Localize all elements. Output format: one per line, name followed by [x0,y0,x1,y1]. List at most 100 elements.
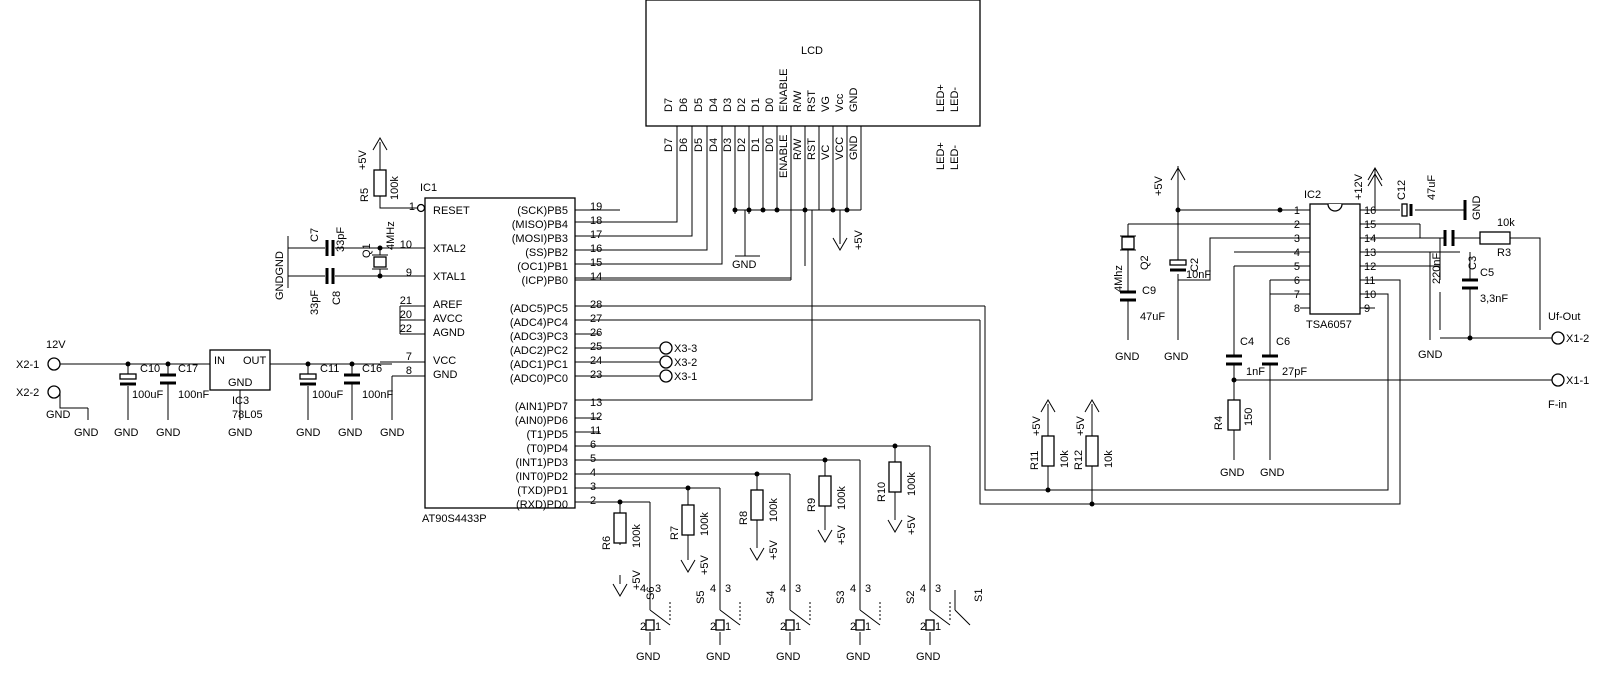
r8-resistor [750,489,764,521]
switch-s5[interactable]: 4 3 2 1 S5 GND [695,583,741,663]
gnd-label: GND [156,427,181,439]
ic1-pin-num: 18 [590,215,602,227]
ic1-pin-name: (AIN1)PD7 [515,401,568,413]
ic1-pin-num: 16 [590,243,602,255]
ic1-pin-num: 26 [590,327,602,339]
c5-ref: C5 [1480,267,1494,279]
x1-1-label: X1-1 [1566,375,1589,387]
gnd-label: GND [1220,467,1245,479]
switch-pin-label: 4 [850,583,856,595]
ic1-pin-name: (ADC0)PC0 [510,373,568,385]
r5-resistor [373,169,387,197]
ic1-pin-name: (OC1)PB1 [517,261,568,273]
switch-s4[interactable]: 4 3 2 1 S4 GND [765,583,811,663]
x3-1-label: X3-1 [674,371,697,383]
switch-pin-label: 1 [655,621,661,633]
ic2-pin-num: 13 [1364,247,1376,259]
switch-s3[interactable]: 4 3 2 1 S3 GND [835,583,881,663]
ic1-pin-name: AVCC [433,313,463,325]
lcd-pin-label: R/W [792,90,804,112]
ic1-pin-name: RESET [433,205,470,217]
ic2-pin-num: 12 [1364,261,1376,273]
lcd-wire-label: D7 [663,138,675,152]
c11-ref: C11 [320,363,339,375]
ic1-pin-num: 10 [400,239,412,251]
junction-dot [754,471,760,477]
r10-value: 100k [906,472,918,496]
lcd-wire-label: D4 [708,138,720,152]
switch-pin-label: 1 [865,621,871,633]
ic2-right-pins: 16 15 14 13 12 11 10 9 [1364,205,1376,315]
junction-dot [760,207,766,213]
r7-pullup: R7 100k +5V [669,485,711,575]
lcd-pin-label: D3 [722,98,734,112]
x1-2-terminal[interactable] [1551,331,1565,345]
c16-ref: C16 [362,363,382,375]
switch-pin-label: 1 [795,621,801,633]
x3-3-terminal[interactable] [659,341,673,355]
junction-dot [892,443,898,449]
gnd-label: GND [732,259,757,271]
x2-1-terminal[interactable] [47,357,61,371]
junction-dot [732,207,738,213]
junction-dot [822,457,828,463]
junction-dot [1089,501,1095,507]
x3-1-terminal[interactable] [659,369,673,383]
c9-capacitor [1169,259,1187,266]
ic1-pin-num: 25 [590,341,602,353]
switch-pin-label: 3 [935,583,941,595]
ic1-pin-name: AGND [433,327,465,339]
r7-ref: R7 [669,526,681,540]
ic1-pin-num: 3 [590,481,596,493]
ic2-notch [1327,203,1343,212]
ic1-part: AT90S4433P [422,513,487,525]
junction-dot [1045,487,1051,493]
switch-s6[interactable]: 4 3 2 1 S6 GND [636,583,671,663]
junction-dot [165,361,171,367]
lcd-wire-label: VCC [834,137,846,160]
vcc5-label: +5V [1075,415,1087,436]
r8-ref: R8 [738,511,750,525]
lcd-data-wiring: GND +5V [575,126,865,401]
ic1-pin-num: 13 [590,397,602,409]
ic2-body [1309,203,1361,315]
x3-2-terminal[interactable] [659,355,673,369]
ic2-pin-num: 15 [1364,219,1376,231]
ic1-pin-name: (ADC5)PC5 [510,303,568,315]
lcd-wire-label: ENABLE [778,135,790,178]
ic2-left-pins: 1 2 3 4 5 6 7 8 [1294,205,1300,315]
x2-2-terminal[interactable] [47,385,61,399]
r6-value: 100k [631,524,643,548]
switch-s1[interactable]: S1 [954,589,985,626]
ic1-pin-name: (ICP)PB0 [522,275,568,287]
vcc12-label: +12V [1353,173,1365,200]
c12-ref: C12 [1396,180,1408,200]
switch-s2[interactable]: 4 3 2 1 S2 GND [905,583,951,663]
c2-ref: C6 [1276,336,1290,348]
ic1-pin-name: (INT0)PD2 [515,471,568,483]
junction-dot [830,207,836,213]
ic1-pin-name: (SS)PB2 [525,247,568,259]
ic1-pin-num: 9 [406,267,412,279]
q1-crystal [373,256,387,268]
switch-pin-label: 4 [710,583,716,595]
r11-resistor [1041,435,1055,467]
c16-value: 100nF [362,389,393,401]
lcd-wire-label: LED+ [935,142,947,170]
ic1-pin-num: 24 [590,355,602,367]
x2-1-label: X2-1 [16,359,39,371]
junction-dot [746,207,752,213]
ic1-pin-name: GND [433,369,458,381]
lcd-wire-label: RST [806,138,818,160]
gnd-label: GND [846,651,871,663]
switch-pin-label: 1 [935,621,941,633]
c3-value: 220nF [1431,253,1443,284]
ic1-pin-num: 23 [590,369,602,381]
c11-capacitor [299,373,317,380]
lcd-module: LCD D7 D6 D5 D4 D3 D2 D1 D0 ENABLE R/W R… [575,0,981,280]
s3-label: S3 [835,591,847,604]
x1-1-terminal[interactable] [1551,373,1565,387]
junction-dot [685,485,691,491]
lcd-pin-label: D6 [678,98,690,112]
